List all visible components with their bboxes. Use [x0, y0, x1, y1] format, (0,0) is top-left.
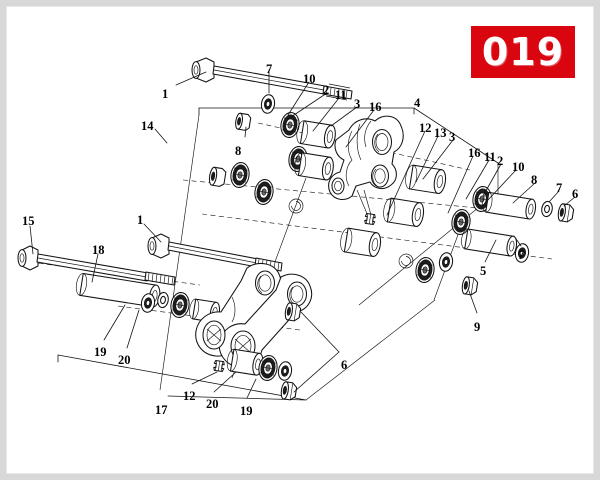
callout-number-18: 18 — [92, 243, 105, 257]
callout-number-10: 10 — [512, 160, 525, 174]
callout-number-12: 12 — [183, 389, 196, 403]
part-connecting-rod-17 — [195, 262, 313, 368]
callout-number-8: 8 — [531, 173, 538, 187]
part-spacer-3-b — [383, 197, 425, 227]
part-bearing-19-d — [276, 360, 294, 382]
callout-number-6: 6 — [341, 358, 348, 372]
callout-number-19: 19 — [94, 345, 107, 359]
callout-number-2: 2 — [497, 154, 504, 168]
callout-number-2: 2 — [323, 83, 330, 97]
part-washer-8-b — [208, 166, 227, 187]
callout-number-15: 15 — [22, 214, 35, 228]
callout-number-17: 17 — [155, 403, 168, 417]
part-washer-7-top — [259, 93, 277, 115]
part-bearing-2-a — [278, 110, 302, 140]
callout-number-11: 11 — [484, 150, 496, 164]
part-rocker-arm-4 — [328, 115, 404, 217]
part-nut-6-a — [556, 202, 575, 224]
part-fitting-12-a — [364, 212, 376, 226]
callout-leader-lines — [29, 71, 576, 399]
part-sleeve-5 — [461, 228, 518, 257]
callout-number-7: 7 — [556, 181, 563, 195]
plate-number-badge: 019 — [471, 26, 575, 78]
part-washer-7-b — [540, 200, 554, 218]
callout-number-20: 20 — [206, 397, 219, 411]
part-bearing-9-stack — [437, 251, 455, 273]
part-spacer-3-a — [405, 164, 447, 194]
callout-number-13: 13 — [434, 126, 447, 140]
callout-number-14: 14 — [141, 119, 154, 133]
callout-number-16: 16 — [369, 100, 382, 114]
part-bearing-11-c — [413, 255, 437, 285]
callout-number-8: 8 — [235, 144, 242, 158]
callout-number-1: 1 — [162, 87, 169, 101]
part-bolt-15 — [17, 245, 176, 286]
callout-number-4: 4 — [414, 96, 421, 110]
callout-number-11: 11 — [335, 88, 347, 102]
callout-number-1: 1 — [137, 213, 144, 227]
callout-number-20: 20 — [118, 353, 131, 367]
part-circlip-3-a — [288, 198, 304, 214]
callout-number-19: 19 — [240, 404, 253, 418]
callout-number-9: 9 — [474, 320, 481, 334]
part-spacer-16-a — [340, 227, 382, 257]
callout-number-7: 7 — [518, 248, 525, 262]
part-bearing-19-b — [168, 290, 192, 320]
callout-number-3: 3 — [354, 97, 361, 111]
callout-number-3: 3 — [449, 130, 456, 144]
part-fitting-12-b — [213, 359, 225, 373]
part-bearing-16-b — [228, 160, 252, 190]
part-spacer-11-b — [294, 152, 334, 181]
part-bolt-1-bottom — [147, 233, 283, 272]
part-circlip-3-b — [398, 253, 414, 269]
plate-number-label: 019 — [481, 30, 565, 74]
part-bearing-16-c — [252, 177, 276, 207]
part-washer-8-a — [235, 112, 252, 131]
callout-number-16: 16 — [468, 146, 481, 160]
callout-number-7: 7 — [266, 62, 273, 76]
part-spacer-11-a — [296, 120, 336, 149]
callout-number-12: 12 — [419, 121, 432, 135]
callout-number-10: 10 — [303, 72, 316, 86]
part-sleeve-8 — [482, 191, 537, 220]
callout-number-6: 6 — [572, 187, 579, 201]
callout-number-5: 5 — [480, 264, 487, 278]
